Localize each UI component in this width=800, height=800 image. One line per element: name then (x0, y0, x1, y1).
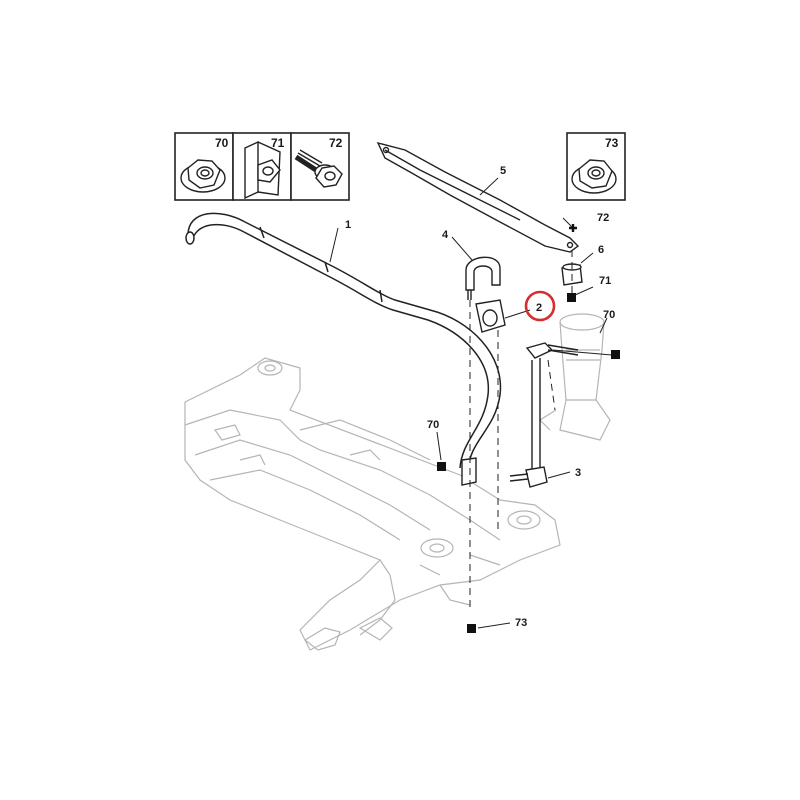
inset-group-right: 73 (566, 132, 626, 201)
flange-nut-icon (180, 159, 226, 193)
highlight-circle (524, 290, 556, 322)
flange-bolt-icon (294, 149, 343, 188)
callout-73: 73 (515, 617, 527, 629)
assembly-axes (469, 250, 573, 610)
callout-72: 72 (597, 212, 609, 224)
marker-72 (569, 224, 577, 232)
stabilizer-bar (185, 212, 502, 471)
callout-6: 6 (598, 244, 604, 256)
lower-mount-bracket (461, 457, 477, 486)
stabilizer-link (509, 342, 579, 488)
stabilizer-brace (376, 141, 580, 253)
cage-nut-clip-icon (244, 140, 281, 200)
flange-nut-icon (571, 159, 617, 194)
callout-70-right: 70 (603, 309, 615, 321)
callouts: 1 2 3 4 5 6 70 70 71 72 73 (345, 165, 615, 629)
callout-71: 71 (599, 275, 611, 287)
front-subframe (184, 357, 561, 651)
callout-4: 4 (442, 229, 449, 241)
callout-2: 2 (536, 302, 542, 314)
callout-1: 1 (345, 219, 351, 231)
marker-71 (567, 293, 576, 302)
callout-5: 5 (500, 165, 506, 177)
inset-label-70: 70 (215, 136, 229, 150)
marker-73 (467, 624, 476, 633)
inset-label-71: 71 (271, 136, 285, 150)
fastener-markers (437, 224, 620, 633)
bar-clamp (465, 256, 501, 300)
bar-bushing (475, 299, 506, 333)
callout-3: 3 (575, 467, 581, 479)
marker-70-left (437, 462, 446, 471)
marker-70-right (611, 350, 620, 359)
inset-label-72: 72 (329, 136, 343, 150)
inset-group-left: 70 71 72 (174, 132, 350, 201)
inset-label-73: 73 (605, 136, 619, 150)
leader-lines (329, 177, 613, 629)
callout-70-left: 70 (427, 419, 439, 431)
